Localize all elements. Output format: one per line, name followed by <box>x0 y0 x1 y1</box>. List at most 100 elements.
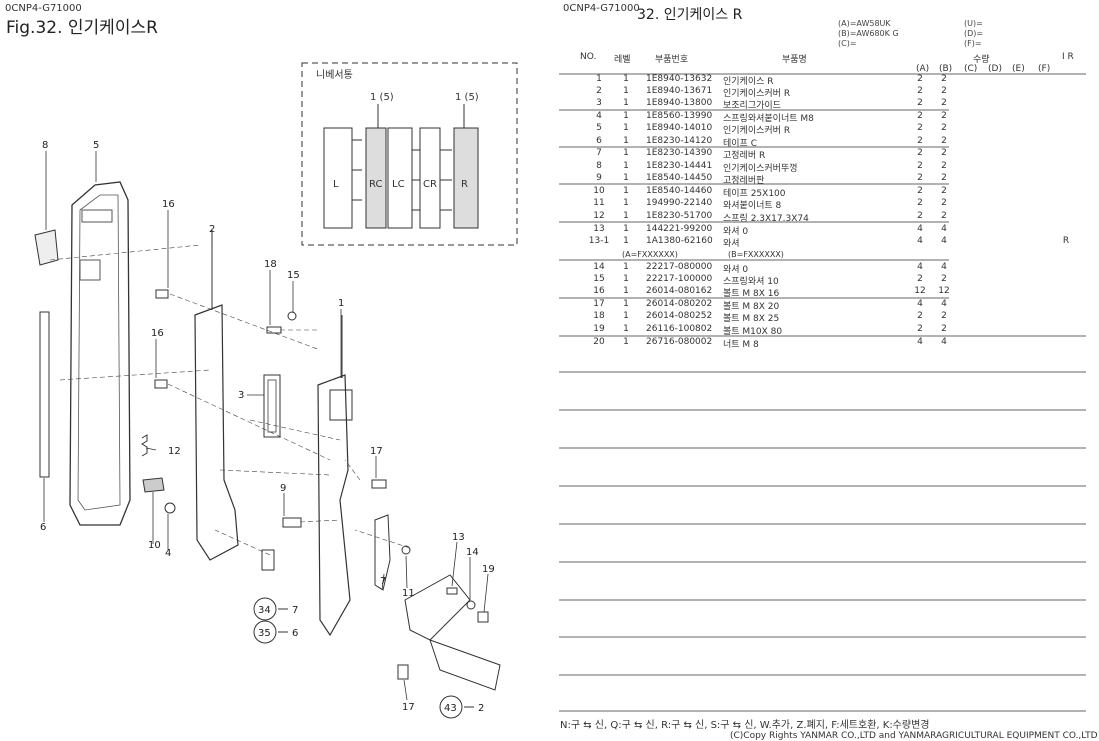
cell-pn: 26716-080002 <box>646 337 713 347</box>
callout: 10 <box>148 540 161 551</box>
copyright: (C)Copy Rights YANMAR CO.,LTD and YANMAR… <box>730 731 1098 741</box>
cell-b: 2 <box>941 98 947 108</box>
inset-box <box>301 62 518 246</box>
revision-legend: N:구 ⇆ 신, Q:구 ⇆ 신, R:구 ⇆ 신, S:구 ⇆ 신, W.추가… <box>560 720 930 731</box>
cell-b: 12 <box>938 286 950 296</box>
cell-pn: 194990-22140 <box>646 198 713 208</box>
cell-pn: 26014-080202 <box>646 299 713 309</box>
circled-ref: 35 <box>258 628 271 639</box>
callout: 19 <box>482 564 495 575</box>
cell-a: 2 <box>917 148 923 158</box>
callout: 17 <box>402 702 415 713</box>
cell-lv: 1 <box>623 111 629 121</box>
cell-name: 인기케이스커버 R <box>723 89 791 99</box>
cell-pn: 22217-100000 <box>646 274 713 284</box>
cell-name: 볼트 M 8X 16 <box>723 289 780 299</box>
cell-b: 2 <box>941 173 947 183</box>
cell-name: 보조리그가이드 <box>723 101 781 111</box>
cell-no: 19 <box>593 324 605 334</box>
cell-b: 2 <box>941 324 947 334</box>
figure-title: Fig.32. 인기케이스R <box>6 18 158 38</box>
cell-lv: 1 <box>623 299 629 309</box>
cell-no: 10 <box>593 186 605 196</box>
cell-no: 13-1 <box>588 236 610 246</box>
cell-b: 2 <box>941 136 947 146</box>
inset-title: 니베서통 <box>316 69 353 81</box>
cell-name: 너트 M 8 <box>723 340 759 350</box>
callout: 6 <box>40 522 46 533</box>
cell-lv: 1 <box>623 186 629 196</box>
inset-label-lc: LC <box>392 179 405 190</box>
header-level: 레벨 <box>614 55 631 65</box>
cell-b: 2 <box>941 274 947 284</box>
cell-pn: 26116-100802 <box>646 324 713 334</box>
cell-lv: 1 <box>623 148 629 158</box>
left-page-code: 0CNP4-G71000 <box>5 3 82 14</box>
inset-callout: 1 (5) <box>455 92 479 103</box>
cell-lv: 1 <box>623 161 629 171</box>
cell-name: 볼트 M 8X 20 <box>723 302 780 312</box>
cell-pn: 1E8940-13632 <box>646 74 713 84</box>
inset-strips <box>323 127 479 229</box>
cell-b: 2 <box>941 311 947 321</box>
cell-no: 3 <box>596 98 602 108</box>
inset-label-rc: RC <box>369 179 382 190</box>
cell-pn: 1E8940-13800 <box>646 98 713 108</box>
cell-pn: 22217-080000 <box>646 262 713 272</box>
cell-name: 스프링와셔붙이너트 M8 <box>723 114 814 124</box>
cell-a: 2 <box>917 123 923 133</box>
header-col-c: (C) <box>964 64 978 74</box>
cell-name: 스프링와셔 10 <box>723 277 779 287</box>
cell-a: 4 <box>917 224 923 234</box>
cell-name: 와셔 0 <box>723 227 749 237</box>
inset-label-cr: CR <box>423 179 437 190</box>
cell-name: 인기케이스커버뚜껑 <box>723 164 798 174</box>
cell-lv: 1 <box>623 337 629 347</box>
cell-no: 13 <box>593 224 605 234</box>
cell-a: 2 <box>917 311 923 321</box>
cell-name: 볼트 M10X 80 <box>723 327 783 337</box>
cell-pn: 144221-99200 <box>646 224 713 234</box>
callout: 16 <box>151 328 164 339</box>
cell-pn: 1E8230-14441 <box>646 161 713 171</box>
cell-name: 인기케이스 R <box>723 77 774 87</box>
header-col-a: (A) <box>916 64 930 74</box>
model-f: (F)= <box>964 39 982 48</box>
callout: 1 <box>338 298 344 309</box>
cell-pn: 1E8540-14450 <box>646 173 713 183</box>
cell-a: 2 <box>917 211 923 221</box>
cell-no: 4 <box>596 111 602 121</box>
callout: 18 <box>264 259 277 270</box>
cell-b: 4 <box>941 262 947 272</box>
cell-lv: 1 <box>623 173 629 183</box>
cell-r: R <box>1062 236 1070 246</box>
cell-b: 4 <box>941 224 947 234</box>
callout: 11 <box>402 588 415 599</box>
circled-ref-part: 2 <box>478 703 484 714</box>
inset-label-r: R <box>461 179 468 190</box>
cell-name: 와셔붙이너트 8 <box>723 201 782 211</box>
cell-a: 2 <box>917 274 923 284</box>
header-no: NO. <box>580 52 597 62</box>
callout: 9 <box>280 483 286 494</box>
cell-pn: 1E8230-14120 <box>646 136 713 146</box>
cell-no: 7 <box>596 148 602 158</box>
cell-name: 고정레버 R <box>723 151 766 161</box>
cell-name: 테이프 25X100 <box>723 189 786 199</box>
cell-no: 18 <box>593 311 605 321</box>
cell-b: 2 <box>941 198 947 208</box>
cell-no: 1 <box>596 74 602 84</box>
model-a: (A)=AW58UK <box>838 19 891 28</box>
header-col-d: (D) <box>988 64 1002 74</box>
header-remark: I R <box>1062 52 1074 62</box>
inset-label-l: L <box>333 179 339 190</box>
cell-b: 2 <box>941 123 947 133</box>
cell-a: 2 <box>917 198 923 208</box>
serial-note-b: (B=FXXXXXX) <box>728 250 784 259</box>
cell-pn: 1E8940-13671 <box>646 86 713 96</box>
cell-no: 11 <box>593 198 605 208</box>
header-col-e: (E) <box>1012 64 1025 74</box>
cell-lv: 1 <box>623 262 629 272</box>
cell-lv: 1 <box>623 86 629 96</box>
cell-lv: 1 <box>623 224 629 234</box>
